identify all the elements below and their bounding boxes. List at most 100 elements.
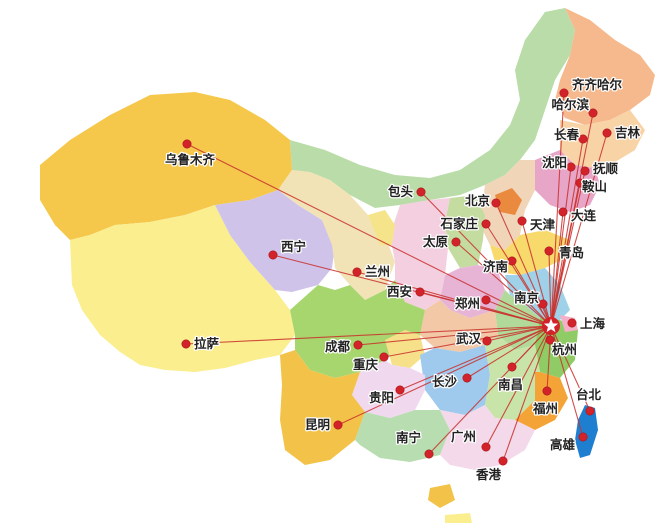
route-line-kunming	[337, 325, 552, 426]
city-marker-lanzhou[interactable]	[352, 267, 362, 277]
city-marker-changsha[interactable]	[462, 373, 472, 383]
city-label-layer: 齐齐哈尔哈尔滨长春吉林沈阳抚顺鞍山大连乌鲁木齐包头北京天津石家庄太原青岛济南西宁…	[164, 76, 642, 484]
city-label-wuhan: 武汉	[456, 331, 482, 346]
city-label-changsha: 长沙	[432, 374, 458, 389]
city-marker-tianjin[interactable]	[517, 216, 527, 226]
city-marker-dalian[interactable]	[558, 207, 568, 217]
city-label-dalian: 大连	[571, 208, 597, 223]
city-marker-chongqing[interactable]	[379, 352, 389, 362]
city-marker-fushun[interactable]	[580, 166, 590, 176]
region-gansu	[278, 170, 395, 300]
city-label-lanzhou: 兰州	[365, 264, 390, 279]
city-marker-baotou[interactable]	[416, 187, 426, 197]
city-marker-taibei[interactable]	[585, 406, 595, 416]
route-line-chengdu	[357, 325, 552, 346]
city-label-beijing: 北京	[465, 193, 491, 208]
city-dot-layer	[181, 88, 612, 466]
city-marker-taiyuan[interactable]	[451, 237, 461, 247]
route-line-xianggang	[502, 325, 552, 462]
city-marker-fuzhou[interactable]	[542, 386, 552, 396]
city-marker-haerbin[interactable]	[588, 108, 598, 118]
region-qinghai	[215, 190, 335, 292]
city-marker-xianggang[interactable]	[498, 456, 508, 466]
city-label-taiyuan: 太原	[423, 234, 449, 249]
city-marker-wuhan[interactable]	[482, 336, 492, 346]
city-label-jinan: 济南	[483, 259, 509, 274]
city-marker-beijing[interactable]	[491, 198, 501, 208]
region-taiwan	[575, 405, 598, 458]
region-shanxi	[445, 195, 485, 268]
city-label-fushun: 抚顺	[593, 161, 619, 176]
city-marker-zhengzhou[interactable]	[481, 295, 491, 305]
city-marker-xining[interactable]	[268, 250, 278, 260]
province-layer	[40, 8, 655, 523]
city-marker-changchun[interactable]	[578, 134, 588, 144]
city-marker-guiyang[interactable]	[395, 385, 405, 395]
city-label-xian: 西安	[387, 284, 412, 299]
route-layer	[185, 92, 608, 462]
city-marker-jilin[interactable]	[602, 128, 612, 138]
city-label-shenyang: 沈阳	[542, 155, 567, 170]
route-line-wulumuqi	[186, 143, 552, 327]
route-line-lanzhou	[356, 271, 552, 327]
city-label-gaoxiong: 高雄	[550, 437, 576, 452]
city-marker-xian[interactable]	[415, 287, 425, 297]
city-label-nanjing: 南京	[514, 290, 540, 305]
city-marker-jinan[interactable]	[507, 256, 517, 266]
city-label-changchun: 长春	[554, 127, 580, 142]
city-marker-wulumuqi[interactable]	[182, 139, 192, 149]
route-line-guiyang	[399, 325, 552, 391]
route-line-guangzhou	[485, 325, 552, 448]
city-label-chengdu: 成都	[325, 339, 351, 354]
route-line-gaoxiong	[550, 325, 584, 438]
city-label-nanchang: 南昌	[498, 377, 523, 392]
region-heilongjiang	[555, 8, 655, 125]
city-label-chongqing: 重庆	[353, 357, 379, 372]
hub-star-icon[interactable]	[543, 318, 559, 333]
city-marker-nanchang[interactable]	[507, 362, 517, 372]
route-line-lasa	[185, 325, 552, 345]
city-marker-nanjing[interactable]	[538, 299, 548, 309]
city-marker-qingdao[interactable]	[544, 246, 554, 256]
city-marker-chengdu[interactable]	[353, 340, 363, 350]
route-line-zhengzhou	[485, 299, 552, 327]
region-ningxia	[368, 210, 395, 245]
city-label-hangzhou: 杭州	[552, 342, 577, 357]
region-shaanxi	[390, 198, 450, 310]
route-line-chongqing	[383, 325, 552, 358]
city-label-shanghai: 上海	[580, 316, 606, 331]
city-marker-anshan[interactable]	[575, 178, 585, 188]
region-liaoning	[535, 150, 600, 212]
city-marker-lasa[interactable]	[181, 339, 191, 349]
city-marker-nanning[interactable]	[424, 449, 434, 459]
route-line-xian	[419, 291, 552, 327]
route-line-baotou	[420, 191, 552, 327]
city-marker-shanghai[interactable]	[567, 318, 577, 328]
region-guizhou	[352, 360, 425, 418]
city-marker-shijiazhuang[interactable]	[481, 219, 491, 229]
route-line-dalian	[550, 211, 564, 327]
city-marker-shenyang[interactable]	[566, 162, 576, 172]
region-beijing	[495, 188, 522, 215]
city-label-xianggang: 香港	[475, 467, 502, 482]
hub-marker	[542, 317, 560, 335]
route-line-anshan	[550, 182, 581, 327]
city-label-haerbin: 哈尔滨	[551, 97, 589, 112]
city-label-fuzhou: 福州	[532, 401, 558, 416]
city-marker-guangzhou[interactable]	[481, 442, 491, 452]
city-label-shijiazhuang: 石家庄	[439, 216, 478, 231]
route-line-jinan	[511, 260, 552, 327]
city-label-guangzhou: 广州	[451, 429, 476, 444]
region-hainan	[428, 484, 455, 508]
region-jilin	[560, 110, 645, 168]
city-label-kunming: 昆明	[305, 417, 330, 432]
city-marker-hangzhou[interactable]	[545, 335, 555, 345]
city-marker-kunming[interactable]	[333, 420, 343, 430]
city-label-wulumuqi: 乌鲁木齐	[165, 152, 216, 167]
city-marker-gaoxiong[interactable]	[578, 432, 588, 442]
city-label-anshan: 鞍山	[582, 179, 607, 194]
region-jiangxi	[485, 335, 540, 420]
city-marker-qiqihaer[interactable]	[559, 88, 569, 98]
